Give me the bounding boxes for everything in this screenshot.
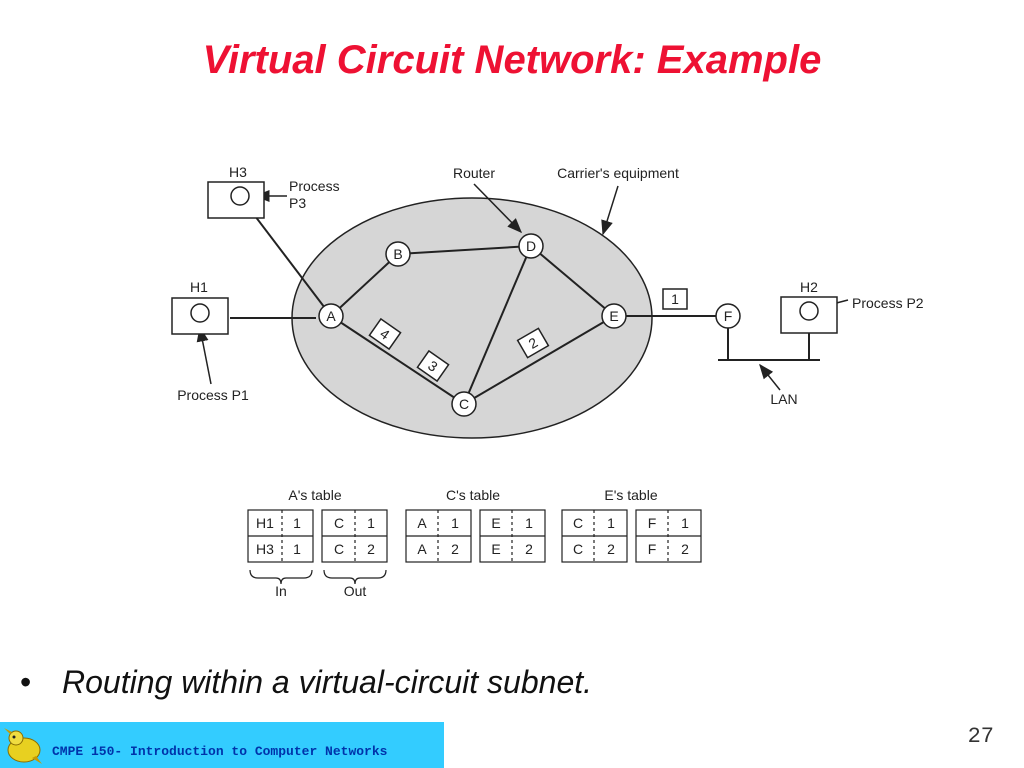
router-label: A: [326, 308, 336, 324]
process-p1-label: Process P1: [177, 387, 249, 403]
a-table: A's table H1 1 H3 1 C 1 C 2 In Out: [247, 487, 388, 599]
svg-text:2: 2: [451, 541, 459, 557]
svg-text:1: 1: [293, 541, 301, 557]
svg-text:H1: H1: [256, 515, 274, 531]
bullet-text: Routing within a virtual-circuit subnet.: [62, 664, 593, 700]
in-label: In: [275, 583, 287, 599]
table-title: E's table: [604, 487, 657, 503]
bullet-point: • Routing within a virtual-circuit subnet…: [20, 664, 592, 701]
svg-text:F: F: [648, 541, 657, 557]
svg-text:2: 2: [681, 541, 689, 557]
table-title: A's table: [288, 487, 341, 503]
footer-bar: [0, 722, 444, 768]
svg-text:A: A: [417, 515, 427, 531]
lan-label: LAN: [770, 391, 797, 407]
host-label: H1: [190, 279, 208, 295]
svg-text:2: 2: [607, 541, 615, 557]
router-label: D: [526, 238, 536, 254]
links: [230, 211, 820, 405]
host-label: H3: [229, 164, 247, 180]
course-logo-icon: [2, 724, 46, 766]
svg-text:1: 1: [451, 515, 459, 531]
svg-text:E: E: [491, 541, 500, 557]
router-e: E: [601, 303, 627, 329]
page-number: 27: [967, 724, 994, 749]
packet-1: 1: [662, 288, 688, 310]
e-table: E's table C 1 C 2 F 1 F 2: [561, 487, 702, 563]
packet-2: 2: [516, 327, 550, 359]
svg-text:C: C: [334, 541, 344, 557]
router-d: D: [518, 233, 544, 259]
virtual-circuit-diagram: H3 H1 H2 A B C D E: [171, 164, 924, 599]
slide-title: Virtual Circuit Network: Example: [202, 38, 822, 82]
host-h2: H2: [780, 279, 838, 334]
svg-text:2: 2: [367, 541, 375, 557]
svg-text:2: 2: [525, 541, 533, 557]
host-h3: H3: [207, 164, 265, 219]
router-a: A: [318, 303, 344, 329]
svg-text:C: C: [573, 541, 583, 557]
router-label: B: [393, 246, 402, 262]
host-label: H2: [800, 279, 818, 295]
process-p3-label-2: P3: [289, 195, 306, 211]
svg-text:F: F: [648, 515, 657, 531]
svg-text:C: C: [573, 515, 583, 531]
c-table: C's table A 1 A 2 E 1 E 2: [405, 487, 546, 563]
svg-text:A: A: [417, 541, 427, 557]
svg-text:1: 1: [607, 515, 615, 531]
svg-text:1: 1: [525, 515, 533, 531]
carrier-callout: Carrier's equipment: [557, 165, 679, 181]
svg-text:1: 1: [293, 515, 301, 531]
svg-text:1: 1: [681, 515, 689, 531]
svg-text:H3: H3: [256, 541, 274, 557]
router-f: F: [715, 303, 741, 329]
out-label: Out: [344, 583, 367, 599]
router-label: F: [724, 308, 733, 324]
router-c: C: [451, 391, 477, 417]
packet-3: 3: [416, 349, 450, 383]
host-h1: H1: [171, 279, 229, 335]
svg-text:E: E: [491, 515, 500, 531]
bullet-dot: •: [20, 664, 32, 700]
svg-text:1: 1: [367, 515, 375, 531]
svg-text:C: C: [334, 515, 344, 531]
router-label: E: [609, 308, 618, 324]
router-b: B: [385, 241, 411, 267]
table-title: C's table: [446, 487, 500, 503]
router-label: C: [459, 396, 469, 412]
process-p3-label-1: Process: [289, 178, 340, 194]
svg-text:1: 1: [671, 291, 679, 307]
course-name: CMPE 150- Introduction to Computer Netwo…: [52, 744, 388, 759]
router-callout: Router: [453, 165, 495, 181]
packet-4: 4: [368, 317, 402, 351]
process-p2-label: Process P2: [852, 295, 924, 311]
